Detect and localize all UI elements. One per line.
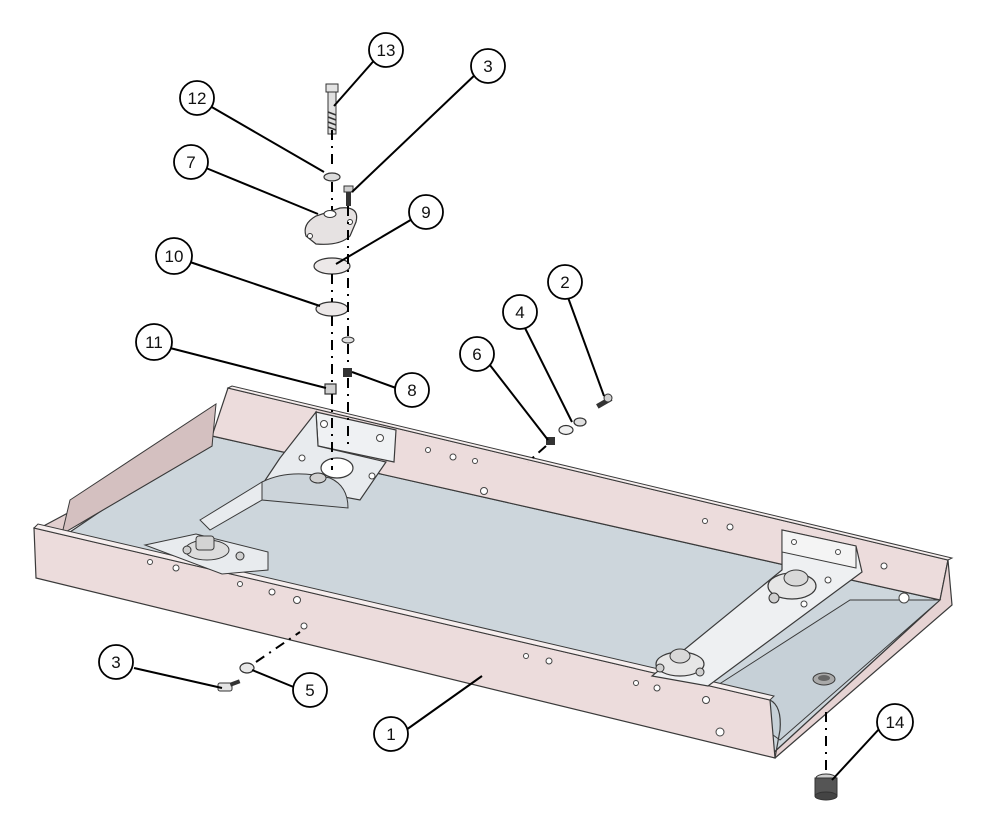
callout-3-lower: 3 (98, 644, 134, 680)
callout-8: 8 (394, 372, 430, 408)
leader-lines (133, 55, 881, 781)
callout-11-label: 11 (145, 333, 163, 352)
callout-3-upper: 3 (470, 48, 506, 84)
callout-13: 13 (368, 32, 404, 68)
callout-11: 11 (135, 323, 173, 361)
callout-6-label: 6 (472, 345, 481, 364)
callout-9: 9 (408, 194, 444, 230)
callout-7: 7 (173, 144, 209, 180)
callout-4: 4 (502, 294, 538, 330)
callout-12: 12 (179, 80, 215, 116)
tray-front-right-corner (769, 699, 781, 759)
callout-5: 5 (292, 672, 328, 708)
bolt-part-13 (325, 83, 339, 135)
callout-8-label: 8 (407, 381, 416, 400)
washer-part-4 (573, 417, 587, 427)
nut-part-11 (324, 383, 337, 395)
washer-part-9 (313, 257, 351, 275)
upright-mount-bracket (199, 410, 397, 531)
callout-3-lower-label: 3 (111, 653, 120, 672)
callout-12-label: 12 (188, 89, 207, 108)
nut-part-6 (546, 437, 555, 445)
washer-small (341, 336, 355, 344)
tray-left-inner (61, 403, 217, 536)
callout-3-upper-label: 3 (483, 57, 492, 76)
front-hardware-group (217, 631, 301, 692)
screw-part-3-lower (217, 679, 241, 692)
washer-part-4b (558, 424, 574, 436)
callout-2-label: 2 (560, 273, 569, 292)
callout-7-label: 7 (186, 153, 195, 172)
foot-part-14 (814, 712, 838, 801)
right-floor-bracket (650, 529, 863, 687)
callout-14-label: 14 (886, 713, 905, 732)
callout-10: 10 (155, 237, 193, 275)
flange-plate-part-7 (304, 207, 358, 245)
callout-13-label: 13 (377, 41, 396, 60)
washer-part-5 (239, 662, 255, 674)
tray-right-wall (768, 559, 953, 759)
washer-part-12 (323, 172, 341, 182)
hardware-stack (304, 83, 358, 470)
back-wall-holes (425, 447, 910, 604)
screw-part-3-upper (343, 185, 354, 206)
front-wall-holes (147, 559, 725, 737)
callout-1: 1 (373, 716, 409, 752)
callout-6: 6 (459, 336, 495, 372)
callout-1-label: 1 (386, 725, 395, 744)
callout-2: 2 (547, 264, 583, 300)
callout-9-label: 9 (421, 203, 430, 222)
side-hardware-group (527, 393, 613, 463)
callout-5-label: 5 (305, 681, 314, 700)
callout-4-label: 4 (515, 303, 524, 322)
screw-part-2 (596, 393, 613, 409)
nut-part-8 (343, 368, 352, 377)
callout-14: 14 (876, 703, 914, 741)
left-floor-bracket (143, 533, 269, 575)
tray-back-wall-top (226, 385, 954, 561)
callout-10-label: 10 (165, 247, 184, 266)
washer-part-10 (315, 301, 349, 317)
